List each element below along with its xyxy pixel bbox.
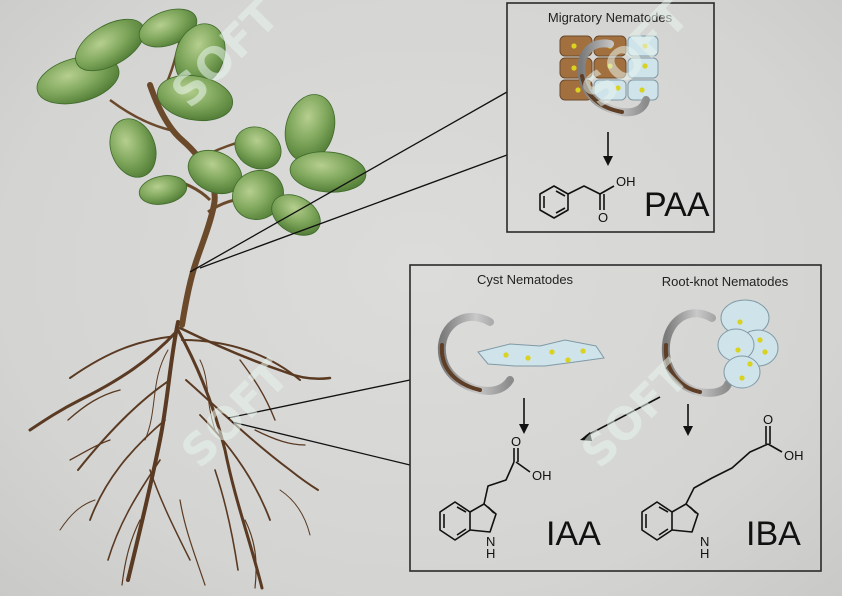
iba-label: IBA [746, 515, 801, 553]
iaa-o-label: O [511, 434, 521, 449]
iba-n-label: N [700, 534, 709, 549]
watermarks: SOFT SOFT SOFT SOFT [162, 0, 699, 478]
sedentary-panel: Cyst Nematodes Root-knot Nematodes [409, 264, 822, 572]
plant [28, 8, 367, 590]
migratory-title: Migratory Nematodes [548, 10, 673, 25]
iaa-h-label: H [486, 546, 495, 561]
paa-oh-label: OH [616, 174, 636, 189]
iba-o-label: O [763, 412, 773, 427]
iaa-oh-label: OH [532, 468, 552, 483]
iaa-structure: O OH N H [439, 434, 552, 561]
cyst-nematode [437, 313, 605, 395]
iba-oh-label: OH [784, 448, 804, 463]
migratory-panel: Migratory Nematodes [506, 2, 715, 233]
watermark-4: SOFT [572, 350, 699, 477]
stem [147, 82, 218, 328]
iba-structure: O OH N H [641, 412, 804, 561]
paa-structure: OH O [539, 174, 636, 225]
rootknot-nematode [661, 299, 779, 397]
root-system [28, 320, 332, 590]
paa-o-label: O [598, 210, 608, 225]
callout-lines [189, 91, 508, 466]
giant-cells [717, 299, 779, 389]
iba-h-label: H [700, 546, 709, 561]
leaves [36, 8, 367, 236]
watermark-3: SOFT [172, 350, 299, 477]
paa-label: PAA [644, 186, 710, 224]
syncytium [477, 339, 605, 367]
cyst-title: Cyst Nematodes [477, 272, 574, 287]
rootknot-title: Root-knot Nematodes [662, 274, 789, 289]
iaa-n-label: N [486, 534, 495, 549]
iaa-label: IAA [546, 515, 601, 553]
